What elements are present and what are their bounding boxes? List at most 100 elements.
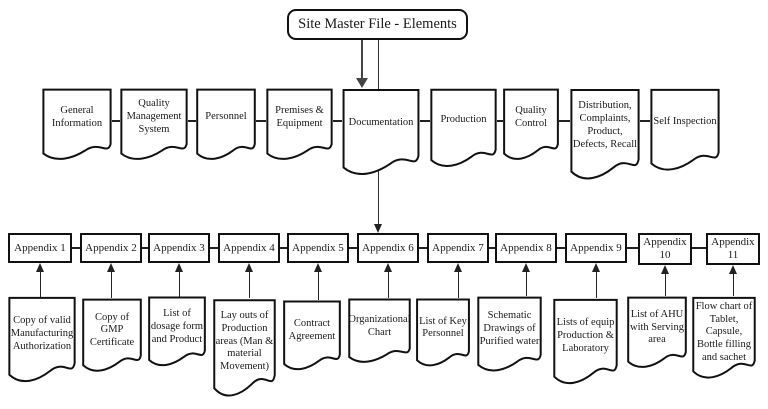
appendix-7-box: Appendix 7 <box>427 233 489 263</box>
connector-hline <box>640 120 650 122</box>
diagram-title-box: Site Master File - Elements <box>287 9 468 40</box>
connector-hline <box>112 120 120 122</box>
arrowhead-down-documentation <box>356 78 368 88</box>
doc-documentation: Documentation <box>342 88 420 185</box>
doc-gmp-certificate: Copy of GMP Certificate <box>82 298 142 380</box>
appendix-label: Appendix 9 <box>570 241 622 254</box>
appendix-1-box: Appendix 1 <box>8 233 72 263</box>
connector-hline <box>333 120 342 122</box>
connector-vline <box>387 272 389 298</box>
doc-premises-equipment: Premises & Equipment <box>266 88 333 168</box>
connector-title-to-documentation <box>361 40 363 79</box>
doc-self-inspection: Self Inspection <box>650 88 720 180</box>
doc-label: Distribution, Complaints, Product, Defec… <box>572 100 638 150</box>
doc-production: Production <box>430 88 497 176</box>
appendix-label: Appendix 4 <box>223 241 275 254</box>
connector-vline <box>732 274 734 296</box>
connector-hline <box>256 120 266 122</box>
doc-key-personnel: List of Key Personnel <box>416 298 470 374</box>
connector-arrowhead-up <box>728 265 737 274</box>
connector-vline <box>178 272 180 298</box>
connector-vline <box>457 272 459 298</box>
doc-label: Documentation <box>348 117 414 129</box>
appendix-label: Appendix 1 <box>14 241 66 254</box>
appendix-10-box: Appendix 10 <box>638 233 692 265</box>
doc-flow-charts: Flow chart of Tablet, Capsule, Bottle fi… <box>692 296 756 388</box>
doc-label: Flow chart of Tablet, Capsule, Bottle fi… <box>695 300 753 363</box>
connector-hline <box>419 247 427 249</box>
doc-label: Premises & Equipment <box>275 104 324 129</box>
appendix-4-box: Appendix 4 <box>218 233 280 263</box>
doc-personnel: Personnel <box>196 88 256 168</box>
doc-purified-water-drawings: Schematic Drawings of Purified water <box>477 296 542 380</box>
appendix-label: Appendix 7 <box>432 241 484 254</box>
connector-arrowhead-up <box>660 265 669 274</box>
doc-ahu-list: List of AHU with Serving area <box>627 296 687 376</box>
appendix-label: Appendix 2 <box>85 241 137 254</box>
doc-label: Quality Control <box>514 104 548 129</box>
connector-hline <box>692 247 706 249</box>
appendix-label: Appendix 8 <box>500 241 552 254</box>
connector-arrowhead-up <box>244 263 253 272</box>
appendix-label: Appendix 5 <box>292 241 344 254</box>
appendix-8-box: Appendix 8 <box>495 233 557 263</box>
connector-arrowhead-up <box>174 263 183 272</box>
appendix-label: Appendix 6 <box>362 241 414 254</box>
connector-arrowhead-up <box>591 263 600 272</box>
connector-vline <box>317 272 319 300</box>
doc-production-layouts: Lay outs of Production areas (Man & mate… <box>213 298 276 408</box>
doc-contract-agreement: Contract Agreement <box>283 300 341 378</box>
doc-label: List of dosage form and Product <box>150 307 204 345</box>
doc-label: Lay outs of Production areas (Man & mate… <box>215 310 274 373</box>
doc-dosage-forms: List of dosage form and Product <box>148 296 206 374</box>
connector-vline <box>248 272 250 298</box>
connector-hline <box>210 247 218 249</box>
doc-manufacturing-authorization: Copy of valid Manufacturing Authorizatio… <box>8 296 76 392</box>
doc-label: Copy of valid Manufacturing Authorizatio… <box>10 315 74 352</box>
doc-equipment-lists: Lists of equip Production & Laboratory <box>553 298 618 394</box>
connector-arrowhead-up <box>453 263 462 272</box>
doc-general-information: General Information <box>42 88 112 168</box>
connector-hline <box>72 247 80 249</box>
doc-label: Lists of equip Production & Laboratory <box>556 317 615 354</box>
appendix-label: Appendix 10 <box>643 236 687 261</box>
appendix-9-box: Appendix 9 <box>565 233 627 263</box>
connector-hline <box>489 247 495 249</box>
diagram-title: Site Master File - Elements <box>298 16 457 32</box>
connector-arrowhead-up <box>521 263 530 272</box>
doc-label: Production <box>440 114 487 126</box>
connector-hline <box>280 247 287 249</box>
doc-label: Personnel <box>205 111 247 123</box>
doc-label: Self Inspection <box>653 115 717 127</box>
connector-vline <box>110 272 112 298</box>
appendix-3-box: Appendix 3 <box>148 233 210 263</box>
arrowhead-down-appendix6 <box>374 224 382 233</box>
doc-distribution-complaints: Distribution, Complaints, Product, Defec… <box>570 88 640 190</box>
connector-vline <box>39 272 41 298</box>
connector-hline <box>142 247 148 249</box>
connector-hline <box>497 120 503 122</box>
connector-hline <box>420 120 430 122</box>
doc-quality-control: Quality Control <box>503 88 559 168</box>
appendix-2-box: Appendix 2 <box>80 233 142 263</box>
connector-arrowhead-up <box>106 263 115 272</box>
doc-label: List of Key Personnel <box>419 315 467 340</box>
connector-hline <box>559 120 570 122</box>
doc-quality-management-system: Quality Management System <box>120 88 188 168</box>
appendix-6-box: Appendix 6 <box>357 233 419 263</box>
connector-vline <box>525 272 527 296</box>
appendix-11-box: Appendix 11 <box>706 233 760 265</box>
connector-hline <box>188 120 196 122</box>
appendix-label: Appendix 11 <box>711 236 755 261</box>
connector-arrowhead-up <box>383 263 392 272</box>
doc-organizational-chart: Organizational Chart <box>348 298 411 370</box>
appendix-label: Appendix 3 <box>153 241 205 254</box>
doc-label: List of AHU with Serving area <box>630 308 684 346</box>
doc-label: Organizational Chart <box>348 313 411 338</box>
connector-arrowhead-up <box>35 263 44 272</box>
doc-label: Schematic Drawings of Purified water <box>479 310 540 347</box>
doc-label: General Information <box>51 104 103 129</box>
connector-vline <box>595 272 597 298</box>
appendix-5-box: Appendix 5 <box>287 233 349 263</box>
